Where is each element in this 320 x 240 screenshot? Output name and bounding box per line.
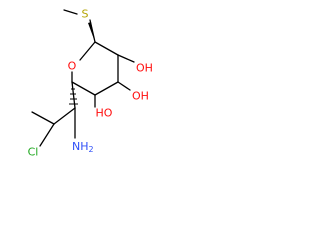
- hydroxyl-c4-label: HO: [96, 107, 113, 120]
- bond-c2-oh: [117, 54, 135, 63]
- hash-c5-c6: [69, 83, 78, 105]
- chloro-label: Cl: [28, 146, 39, 159]
- amino-label: NH2: [72, 140, 94, 154]
- bond-c3-oh: [117, 81, 131, 91]
- bond-c6-c7: [53, 107, 76, 125]
- bonds: [31, 9, 135, 147]
- bond-o-c1: [79, 41, 96, 61]
- hydroxyl-c2-label: OH: [136, 62, 153, 75]
- bond-c7-cl: [39, 123, 55, 147]
- amino-subscript: 2: [89, 145, 94, 154]
- sulfur-label: S: [82, 8, 89, 21]
- hydroxyl-c3-label: OH: [132, 90, 149, 103]
- stereo-bonds: [69, 22, 95, 105]
- bond-c4-c5: [71, 81, 96, 96]
- bond-c7-ch3: [31, 111, 55, 125]
- structure-canvas: O S OH OH HO NH2 Cl: [0, 0, 173, 182]
- amino-text: NH: [72, 140, 89, 153]
- wedge-c1-s: [88, 22, 95, 42]
- atom-labels: O S OH OH HO NH2 Cl: [28, 8, 153, 159]
- bond-ch3-s: [63, 9, 78, 15]
- ring-oxygen-label: O: [68, 60, 77, 73]
- bond-c3-c4: [94, 81, 119, 96]
- molecule-drawing: O S OH OH HO NH2 Cl: [28, 8, 153, 159]
- bond-c1-c2: [94, 41, 119, 56]
